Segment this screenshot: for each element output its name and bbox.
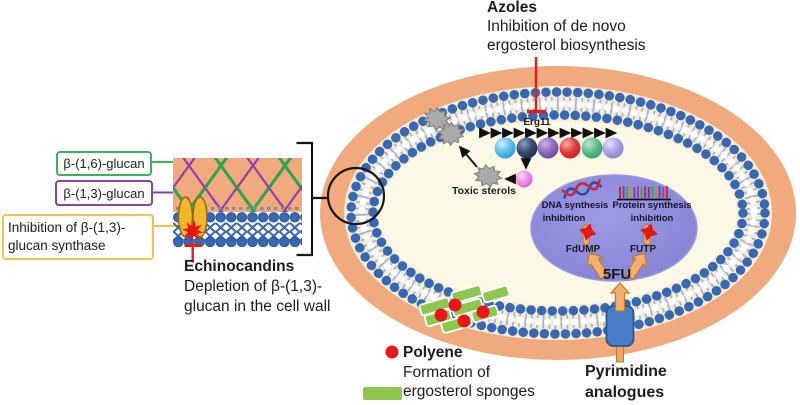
pyrimidine-transporter [605,282,635,363]
b13-glucan-label: β-(1,3)-glucan [63,185,145,201]
protein-synthesis-label: Protein synthesis [612,200,692,211]
outer-bead-ring [346,87,770,339]
polyene-legend-dot [385,345,399,359]
sterol-intermediate-red [559,137,581,159]
sterol-intermediate-navy [516,137,538,159]
fu5-label: 5FU [602,266,632,283]
azoles-line2: ergosterol biosynthesis [487,37,646,54]
nucleus [530,174,698,283]
echinocandin-inhibitor-bar [184,244,201,263]
pyrimidine-label: Pyrimidine analogues [585,362,667,403]
ergosterol-sphere [602,137,624,159]
futp-label: FUTP [629,244,657,255]
ergosterol-sponges [418,284,511,334]
b16-glucan-label: β-(1,6)-glucan [63,156,145,171]
dna-icon [561,179,603,199]
zoom-circle [326,166,386,226]
echinocandins-title: Echinocandins [184,258,295,275]
membrane-diamonds [358,100,758,326]
polyene-legend: Polyene Formation of ergosterol sponges [403,343,535,402]
protein-inhibition-label: inhibition [630,213,674,224]
toxic-sterols-label: Toxic sterols [452,185,516,197]
echinocandins-label: Echinocandins Depletion of β-(1,3)- gluc… [184,257,330,317]
sterol-intermediate-purple [537,137,559,159]
synthase-inhibition-box: Inhibition of β-(1,3)-glucan synthase [2,214,154,260]
polyene-title: Polyene [403,344,463,361]
glucan-lattice [173,158,302,212]
echinocandins-line2: glucan in the cell wall [184,298,331,315]
pyrimidine-line2: analogues [585,383,665,401]
fdump-label: FdUMP [565,244,601,255]
protein-barcode-icon [617,186,671,201]
dna-inhibition-label: inhibition [542,213,586,224]
polyene-dots [434,298,490,328]
magnifier-link [296,141,386,257]
azoles-label: Azoles Inhibition of de novo ergosterol … [487,0,646,55]
azole-inhibitor-bar [527,57,546,114]
glucan-synthase-protein [177,196,208,244]
azoles-line1: Inhibition of de novo [487,18,626,35]
b16-glucan-box: β-(1,6)-glucan [56,151,152,176]
toxic-intermediate-pink [515,170,533,188]
sterol-to-membrane-arrow [458,145,478,168]
sponge-legend-swatch [363,387,402,400]
pyrimidine-line1: Pyrimidine [585,363,667,380]
sterol-intermediate-green [581,137,603,159]
azoles-title: Azoles [487,0,537,16]
synthase-inhibition-label: Inhibition of β-(1,3)-glucan synthase [8,220,126,253]
sterol-intermediate-cyan [494,137,516,159]
b13-glucan-box: β-(1,3)-glucan [55,180,153,206]
transporter-channel [605,305,635,347]
polyene-line1: Formation of [403,363,491,381]
cell-wall-inset [150,158,302,263]
ergosterol-pathway [458,127,624,190]
dna-synthesis-label: DNA synthesis [541,200,609,211]
erg11-label: Erg11 [523,117,551,128]
inner-bead-ring [368,110,748,316]
polyene-line2: ergosterol sponges [403,383,535,400]
echinocandins-line1: Depletion of β-(1,3)- [184,278,323,295]
